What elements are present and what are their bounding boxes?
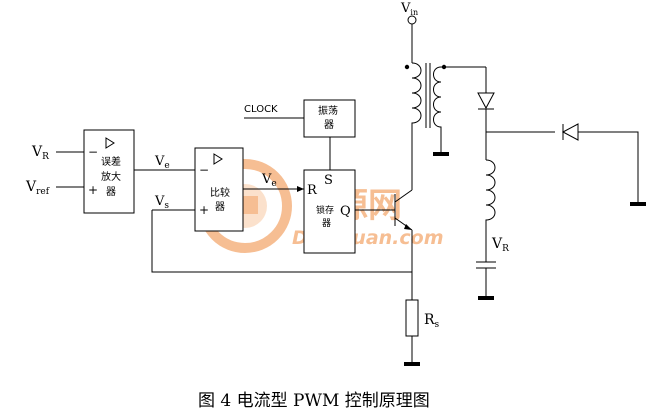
vr-input-label: VR (31, 144, 49, 162)
sense-resistor (405, 299, 419, 337)
oscillator-label-1: 振荡 (318, 104, 338, 117)
vref-input-label: Vref (25, 179, 50, 197)
latch-label-1: 锁存 (316, 204, 334, 216)
resistor-ground (404, 362, 420, 366)
comparator-block (194, 147, 244, 232)
latch-block (303, 169, 356, 254)
comparator-minus: − (199, 163, 209, 177)
arrow-to-latch-icon (297, 186, 304, 192)
vs-label: Vs (154, 194, 169, 211)
rectifier-diode (477, 92, 495, 110)
clock-label: CLOCK (244, 104, 278, 115)
comparator-triangle-icon (213, 153, 223, 165)
oscillator-block (303, 99, 356, 138)
latch-label-2: 器 (322, 218, 331, 229)
vin-terminal (407, 15, 417, 25)
transistor-symbol (394, 189, 413, 231)
ve-label-1: Ve (154, 154, 170, 171)
secondary-winding (433, 66, 442, 152)
error-amp-triangle-icon (105, 137, 115, 149)
oscillator-label-2: 器 (324, 119, 334, 131)
latch-s-label: S (324, 173, 333, 188)
vr-output-label: VR (491, 236, 509, 254)
error-amp-plus: + (88, 183, 98, 197)
primary-winding (411, 62, 422, 127)
diode-ground (630, 202, 646, 206)
comparator-plus: + (199, 203, 209, 217)
latch-q-label: Q (340, 204, 351, 219)
error-amp-minus: − (88, 145, 98, 159)
output-capacitor (476, 261, 496, 269)
comparator-label-1: 比较 (210, 186, 230, 199)
rs-label: Rs (424, 312, 440, 330)
error-amp-label-3: 器 (106, 186, 116, 198)
latch-r-label: R (307, 183, 318, 198)
comparator-label-2: 器 (215, 201, 225, 213)
error-amp-label-2: 放大 (101, 170, 121, 183)
capacitor-ground (478, 296, 494, 300)
vin-label: Vin (400, 1, 418, 17)
figure-caption: 图 4 电流型 PWM 控制原理图 (198, 391, 430, 411)
ve-label-2: Ve (261, 172, 277, 189)
error-amp-label-1: 误差 (101, 155, 121, 168)
error-amplifier-block (83, 129, 135, 214)
output-inductor (485, 159, 496, 262)
freewheel-diode (561, 123, 579, 141)
secondary-ground (433, 152, 449, 156)
